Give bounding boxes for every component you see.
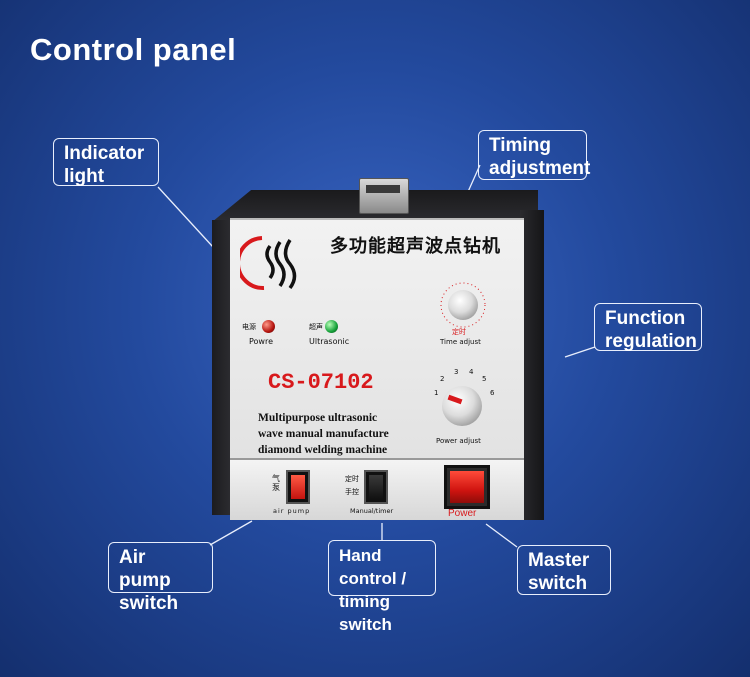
- time-knob-cn: 定时: [452, 328, 466, 336]
- air-pump-label: air pump: [273, 507, 311, 515]
- time-adjust-label: Time adjust: [440, 338, 481, 346]
- power-label: Power: [448, 508, 477, 519]
- power-scale-3: 3: [454, 368, 459, 376]
- callout-air-pump-switch: Air pump switch: [108, 542, 213, 614]
- callout-timing-adjustment: Timing adjustment: [478, 130, 590, 180]
- power-indicator-light: [262, 320, 275, 333]
- ultrasonic-indicator-light: [325, 320, 338, 333]
- ultrasonic-led-cn: 超声: [309, 323, 323, 331]
- function-leader: [564, 346, 596, 358]
- callout-function-regulation: Function regulation: [594, 303, 702, 352]
- page-title: Control panel: [30, 32, 237, 67]
- knob-pointer: [447, 394, 463, 405]
- model-number: CS-07102: [268, 370, 374, 395]
- power-led-cn: 电源: [242, 323, 256, 331]
- time-dial-scale: [440, 282, 486, 328]
- power-scale-1: 1: [434, 389, 439, 397]
- brand-logo-icon: [240, 236, 297, 291]
- timer-cn-bottom: 手控: [345, 488, 359, 496]
- power-scale-5: 5: [482, 375, 487, 383]
- power-adjust-knob[interactable]: [442, 386, 482, 426]
- machine-chinese-title: 多功能超声波点钻机: [330, 236, 501, 257]
- indicator-leader: [157, 186, 214, 248]
- power-adjust-label: Power adjust: [436, 437, 481, 445]
- timer-cn-top: 定时: [345, 475, 359, 483]
- callout-master-switch: Master switch: [517, 545, 611, 595]
- air-pump-switch[interactable]: [286, 470, 310, 504]
- machine-right-side: [520, 210, 544, 520]
- power-scale-4: 4: [469, 368, 474, 376]
- manual-timer-switch[interactable]: [364, 470, 388, 504]
- time-adjust-knob[interactable]: [448, 290, 478, 320]
- master-leader: [485, 523, 518, 548]
- timer-label: Manual/timer: [350, 507, 394, 515]
- machine-left-side: [212, 220, 232, 515]
- carry-handle: [359, 178, 409, 214]
- air-pump-leader: [209, 520, 253, 546]
- callout-hand-control: Hand control / timing switch: [328, 540, 436, 634]
- power-led-label: Powre: [249, 337, 274, 346]
- callout-indicator-light: Indicator light: [53, 138, 159, 187]
- power-scale-2: 2: [440, 375, 445, 383]
- ultrasonic-led-label: Ultrasonic: [309, 337, 350, 346]
- machine-description: Multipurpose ultrasonic wave manual manu…: [258, 412, 389, 456]
- master-power-switch[interactable]: [444, 465, 490, 509]
- air-pump-cn: 气泵: [272, 474, 280, 492]
- power-scale-6: 6: [490, 389, 495, 397]
